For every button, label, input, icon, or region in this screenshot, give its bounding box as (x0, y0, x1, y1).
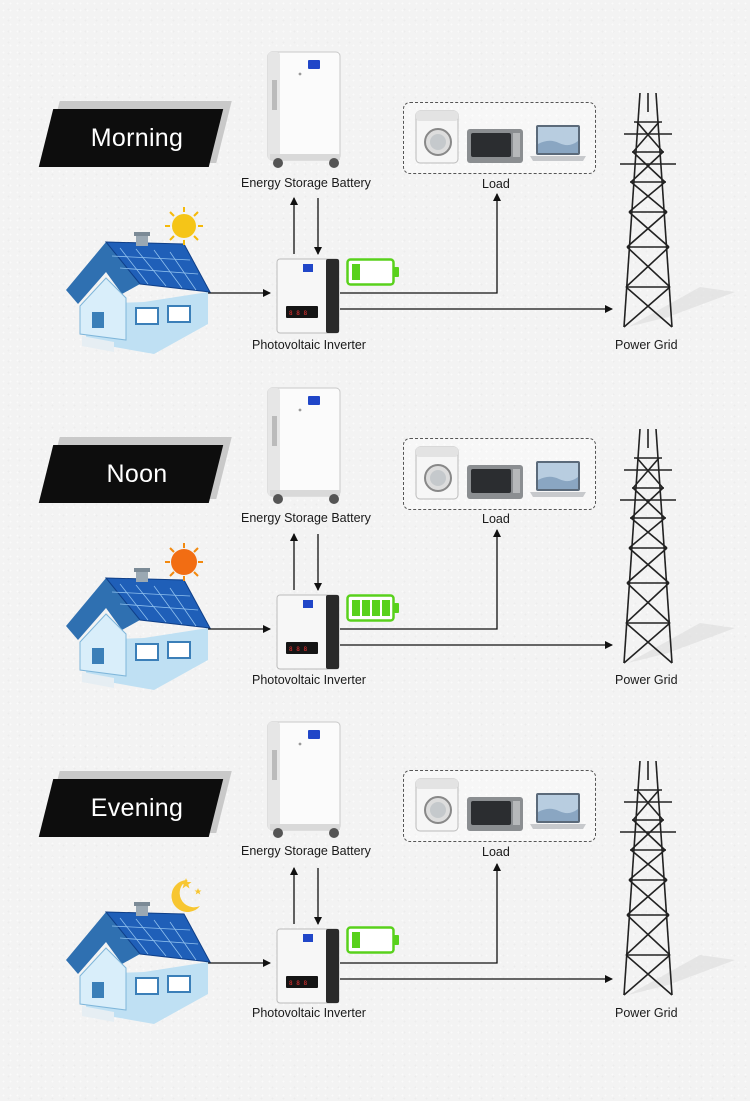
moon-stars-icon (171, 878, 202, 912)
battery-caption: Energy Storage Battery (241, 844, 371, 858)
photovoltaic-inverter: 8 8 8 (276, 594, 340, 670)
section-morning: Morning Energy Storage Battery Load (0, 51, 750, 431)
photovoltaic-inverter: 8 8 8 (276, 258, 340, 334)
grid-caption: Power Grid (615, 1006, 678, 1020)
inverter-caption: Photovoltaic Inverter (252, 673, 366, 687)
battery-level-icon (346, 594, 399, 622)
solar-house (66, 902, 211, 1024)
battery-level-icon (346, 926, 399, 954)
solar-house (66, 232, 211, 354)
section-evening: Evening Energy Storage Battery Load (0, 721, 750, 1101)
hot-sun-icon (165, 543, 203, 581)
load-caption: Load (482, 512, 510, 526)
svg-text:8 8 8: 8 8 8 (289, 646, 307, 653)
laptop-icon (530, 125, 586, 161)
time-tag: Noon (38, 437, 232, 507)
microwave-icon (467, 465, 523, 499)
time-label: Noon (106, 460, 168, 488)
microwave-icon (467, 129, 523, 163)
grid-caption: Power Grid (615, 673, 678, 687)
load-caption: Load (482, 845, 510, 859)
washing-machine-icon (415, 110, 459, 164)
time-tag: Evening (38, 771, 232, 841)
inverter-caption: Photovoltaic Inverter (252, 338, 366, 352)
energy-storage-battery (267, 51, 341, 168)
washing-machine-icon (415, 778, 459, 832)
power-grid-tower (620, 760, 735, 996)
microwave-icon (467, 797, 523, 831)
laptop-icon (530, 793, 586, 829)
power-grid-tower (620, 92, 735, 328)
energy-storage-battery (267, 721, 341, 838)
time-tag: Morning (38, 101, 232, 171)
svg-text:8 8 8: 8 8 8 (289, 980, 307, 987)
inverter-caption: Photovoltaic Inverter (252, 1006, 366, 1020)
battery-caption: Energy Storage Battery (241, 511, 371, 525)
power-grid-tower (620, 428, 735, 664)
photovoltaic-inverter: 8 8 8 (276, 928, 340, 1004)
time-label: Morning (90, 124, 184, 152)
solar-house (66, 568, 211, 690)
section-noon: Noon Energy Storage Battery Load (0, 387, 750, 767)
time-label: Evening (90, 794, 184, 822)
battery-caption: Energy Storage Battery (241, 176, 371, 190)
grid-caption: Power Grid (615, 338, 678, 352)
laptop-icon (530, 461, 586, 497)
energy-storage-battery (267, 387, 341, 504)
sun-icon (165, 207, 203, 245)
washing-machine-icon (415, 446, 459, 500)
battery-level-icon (346, 258, 399, 286)
svg-text:8 8 8: 8 8 8 (289, 310, 307, 317)
load-caption: Load (482, 177, 510, 191)
